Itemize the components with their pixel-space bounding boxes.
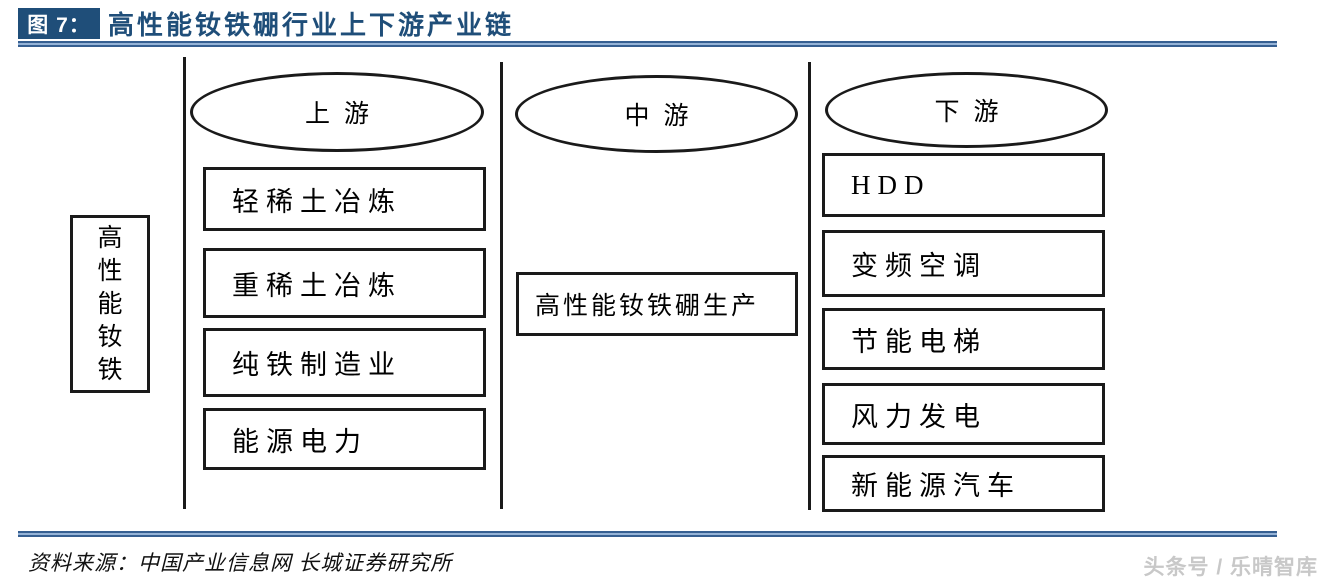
- stage-ellipse-midstream: 中游: [515, 75, 798, 153]
- header-rule: [18, 41, 1277, 47]
- stage-label-downstream: 下游: [934, 99, 1013, 126]
- figure-title: 高性能钕铁硼行业上下游产业链: [108, 9, 515, 40]
- node-heavy-rare-earth-smelting: 重稀土冶炼: [203, 248, 486, 318]
- stage-ellipse-downstream: 下游: [825, 72, 1108, 148]
- stage-ellipse-upstream: 上游: [190, 72, 484, 152]
- node-pure-iron-manufacturing: 纯铁制造业: [203, 328, 486, 397]
- node-new-energy-vehicle: 新能源汽车: [822, 455, 1105, 512]
- stage-label-upstream: 上游: [304, 101, 383, 128]
- node-wind-power: 风力发电: [822, 383, 1105, 445]
- node-light-rare-earth-smelting: 轻稀土冶炼: [203, 167, 486, 231]
- node-inverter-air-conditioner: 变频空调: [822, 230, 1105, 297]
- source-note: 资料来源：中国产业信息网 长城证券研究所: [28, 551, 453, 575]
- stage-label-midstream: 中游: [624, 103, 703, 130]
- figure-number-badge: 图 7：: [18, 8, 100, 39]
- watermark-text: 头条号 / 乐晴智库: [1143, 556, 1318, 579]
- footer-rule: [18, 531, 1277, 537]
- side-label-text: 高性能钕铁: [97, 224, 123, 384]
- node-energy-saving-elevator: 节能电梯: [822, 308, 1105, 370]
- side-label-box: 高性能钕铁: [70, 215, 150, 393]
- node-hdd: HDD: [822, 153, 1105, 217]
- node-ndfeb-production: 高性能钕铁硼生产: [516, 272, 798, 336]
- column-divider-3: [808, 62, 811, 510]
- column-divider-1: [183, 57, 186, 509]
- column-divider-2: [500, 62, 503, 509]
- node-energy-power: 能源电力: [203, 408, 486, 470]
